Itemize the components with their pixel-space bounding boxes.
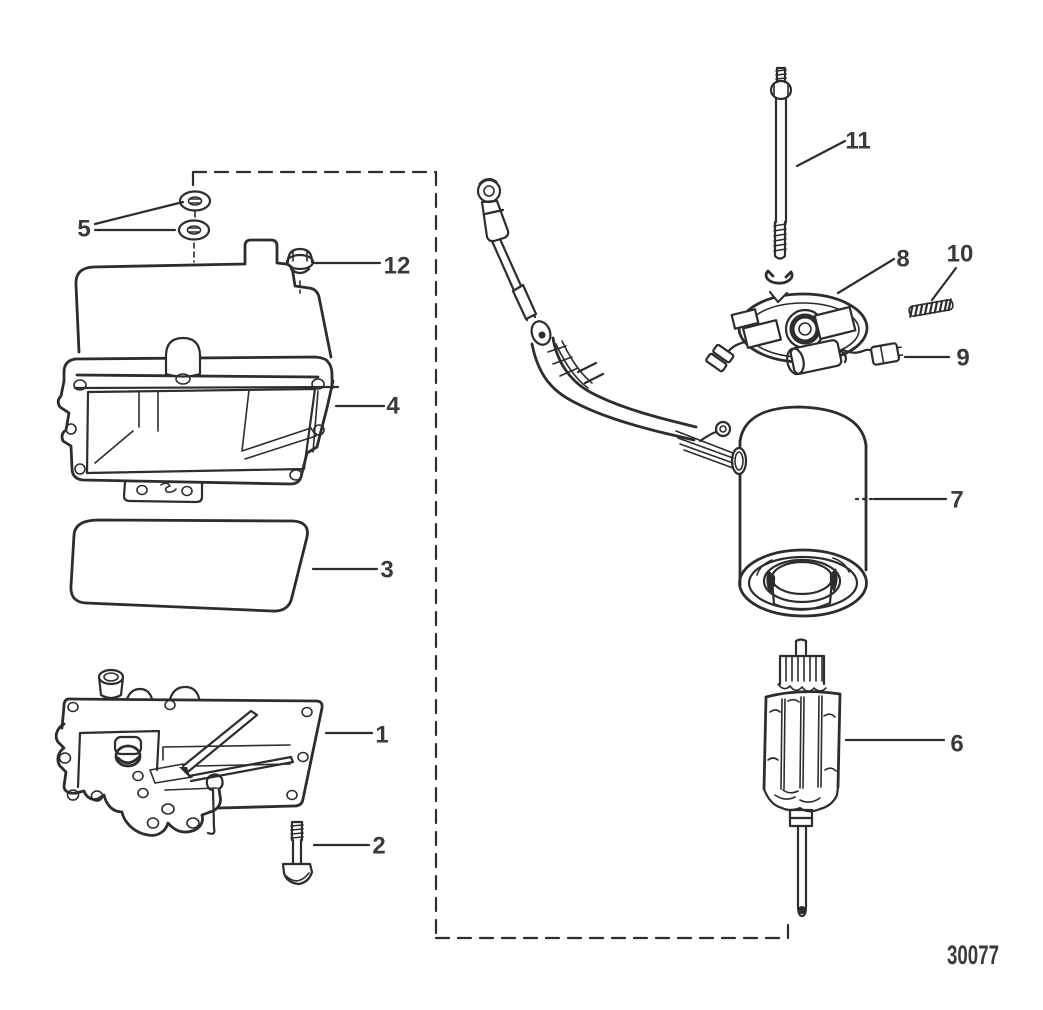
battery-cable — [476, 178, 698, 442]
lock-washer — [764, 269, 794, 285]
filler-screw — [285, 247, 382, 294]
brush-spring — [908, 266, 958, 318]
washers — [93, 190, 212, 263]
callout-12: 12 — [384, 253, 411, 280]
mounting-bolt — [281, 820, 371, 886]
callout-7: 7 — [950, 487, 963, 514]
drawing-number: 30077 — [947, 940, 999, 970]
reservoir-housing — [56, 238, 386, 504]
dashed-boundary — [191, 170, 790, 940]
callout-2: 2 — [372, 833, 385, 860]
gasket — [69, 518, 379, 613]
callout-9: 9 — [956, 345, 969, 372]
callout-10: 10 — [947, 241, 974, 268]
callout-5: 5 — [77, 216, 90, 243]
armature — [762, 638, 946, 918]
callout-6: 6 — [950, 731, 963, 758]
leader-line-8 — [836, 257, 896, 295]
through-bolt — [764, 66, 847, 285]
leader-line-10 — [930, 266, 958, 302]
callout-1: 1 — [375, 722, 388, 749]
leader-line-11 — [795, 139, 847, 168]
leader-line-5a — [93, 200, 185, 226]
callout-4: 4 — [386, 393, 400, 420]
callout-11: 11 — [845, 128, 870, 155]
callout-8: 8 — [896, 246, 909, 273]
callout-3: 3 — [380, 557, 393, 584]
pump-adaptor — [54, 668, 374, 837]
brush-end-cap — [705, 257, 896, 376]
wire-terminal — [870, 342, 951, 366]
motor-housing — [675, 405, 948, 618]
